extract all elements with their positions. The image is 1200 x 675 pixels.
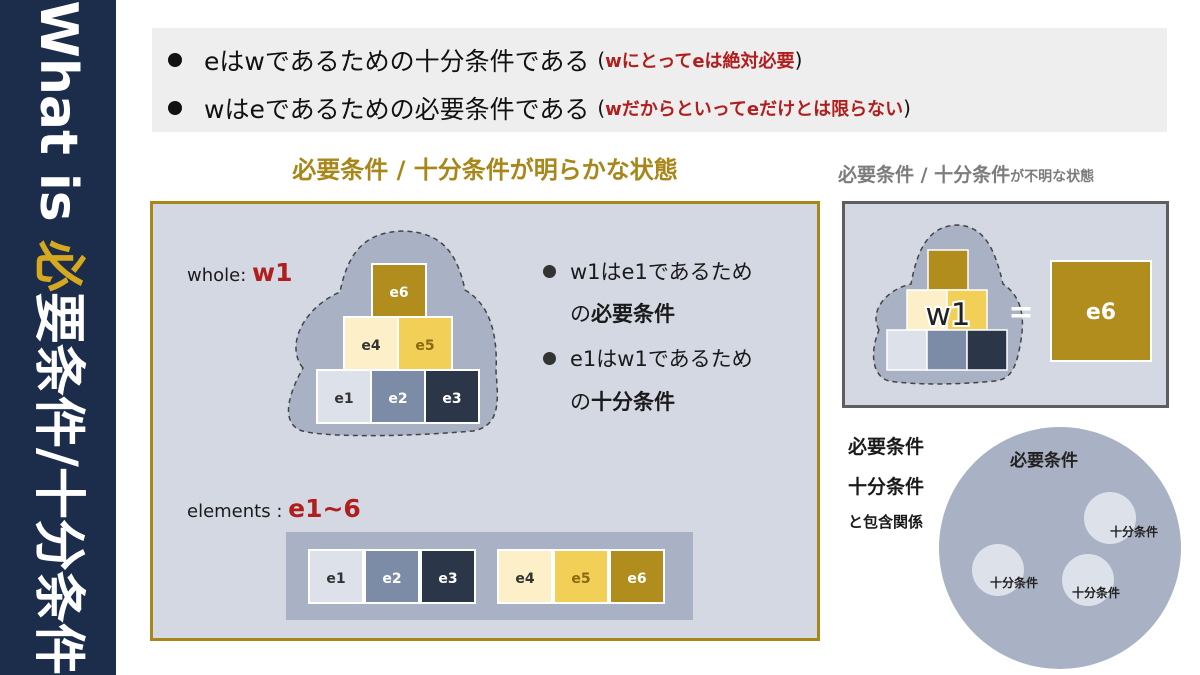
bullet-emphasis: wにとってeは絶対必要 — [605, 51, 795, 72]
bullet-dot — [168, 101, 182, 115]
block-e1-label: e1 — [334, 391, 353, 407]
element-e2-label: e2 — [382, 571, 401, 587]
sufficient-circle-2 — [972, 544, 1024, 596]
statement-1-prefix: の — [570, 302, 591, 326]
title-suffix: 要条件/十分条件? — [28, 291, 88, 675]
sufficient-circle-1 — [1084, 492, 1136, 544]
bullet-text: wはeであるための必要条件である — [204, 95, 590, 124]
element-e6-label: e6 — [627, 571, 646, 587]
block-e4 — [343, 316, 399, 371]
whole-label-text: whole: — [187, 265, 253, 286]
block-e4-label: e4 — [361, 338, 380, 354]
statement-dot — [543, 351, 556, 365]
necessary-circle-label: 必要条件 — [1009, 450, 1078, 471]
sufficient-circle-1-label: 十分条件 — [1110, 524, 1158, 539]
block-e2-label: e2 — [388, 391, 407, 407]
unclear-state-heading: 必要条件 / 十分条件が不明な状態 — [838, 160, 1178, 187]
element-e6 — [609, 549, 665, 604]
element-e1-label: e1 — [326, 571, 345, 587]
element-e1 — [308, 549, 364, 604]
pyramid-diagram: e6 e4 e5 e1 e2 e3 e1 e2 e3 e4 e5 e6 — [286, 230, 693, 620]
block-e6 — [371, 263, 427, 318]
bullet-note: (wだからといってeだけとは限らない) — [597, 95, 911, 121]
statement-1-line2: の必要条件 — [570, 298, 675, 328]
sidebar-title: What is 必要条件/十分条件? — [28, 1, 88, 675]
element-e4-label: e4 — [515, 571, 534, 587]
unclear-heading-main: 必要条件 / 十分条件 — [838, 164, 1011, 186]
elements-value: e1~6 — [288, 494, 361, 523]
sufficient-circle-2-label: 十分条件 — [990, 575, 1038, 590]
unclear-block-bottom-2 — [926, 329, 968, 371]
statement-2: e1はw1であるため — [543, 343, 753, 373]
element-e3 — [420, 549, 476, 604]
relation-label-inclusion: と包含関係 — [848, 513, 924, 531]
whole-label: whole: w1 — [187, 258, 293, 287]
title-accent: 必 — [28, 239, 88, 292]
element-e4 — [497, 549, 553, 604]
whole-value: w1 — [252, 258, 293, 287]
statement-1: w1はe1であるため — [543, 256, 753, 286]
bullet-dot — [168, 53, 182, 67]
statement-1-term: 必要条件 — [591, 302, 675, 326]
statement-2-line1: e1はw1であるため — [570, 347, 753, 371]
paren-open: ( — [597, 96, 606, 120]
block-e6-label: e6 — [389, 285, 408, 301]
paren-close: ) — [903, 96, 911, 120]
statement-1-line1: w1はe1であるため — [570, 260, 753, 284]
definition-bullet-2: wはeであるための必要条件である (wだからといってeだけとは限らない) — [168, 90, 911, 126]
block-e3-label: e3 — [442, 391, 461, 407]
block-e1 — [316, 369, 372, 424]
unclear-block-top — [927, 249, 969, 291]
equation-left: w1 — [925, 297, 970, 333]
element-e2 — [364, 549, 420, 604]
definition-bullet-1: eはwであるための十分条件である (wにとってeは絶対必要) — [168, 42, 802, 78]
element-e5-label: e5 — [571, 571, 590, 587]
definition-box: eはwであるための十分条件である (wにとってeは絶対必要) wはeであるための… — [152, 28, 1167, 132]
clear-state-panel: whole: w1 e6 e4 e5 e1 e2 e3 e1 e2 e3 e4 … — [150, 201, 820, 641]
element-e3-label: e3 — [438, 571, 457, 587]
equation-right-box — [1050, 260, 1152, 362]
bullet-text: eはwであるための十分条件である — [204, 47, 590, 76]
necessary-circle — [939, 427, 1181, 669]
element-e5 — [553, 549, 609, 604]
statement-2-prefix: の — [570, 390, 591, 414]
unclear-heading-suffix: が不明な状態 — [1010, 169, 1095, 185]
unclear-state-panel: w1 = e6 — [842, 201, 1169, 408]
paren-close: ) — [794, 48, 803, 72]
unclear-block-bottom-1 — [886, 329, 928, 371]
statement-dot — [543, 264, 556, 278]
relation-label-sufficient: 十分条件 — [848, 476, 925, 498]
elements-label-text: elements : — [187, 501, 289, 522]
relation-label-necessary: 必要条件 — [848, 436, 925, 458]
equation-right: e6 — [1086, 300, 1116, 325]
bullet-emphasis: wだからといってeだけとは限らない — [605, 99, 904, 120]
block-e2 — [370, 369, 426, 424]
unclear-block-bottom-3 — [966, 329, 1008, 371]
sufficient-circle-3 — [1062, 554, 1114, 606]
sidebar: What is 必要条件/十分条件? — [0, 0, 116, 675]
equation-operator: = — [1008, 295, 1033, 330]
statement-2-term: 十分条件 — [591, 390, 675, 414]
elements-label: elements : e1~6 — [187, 494, 361, 523]
block-e5-label: e5 — [415, 338, 434, 354]
sufficient-circle-3-label: 十分条件 — [1072, 585, 1120, 600]
title-prefix: What is — [28, 0, 88, 240]
paren-open: ( — [597, 48, 606, 72]
unclear-diagram: w1 = e6 — [872, 224, 1152, 385]
block-e3 — [424, 369, 480, 424]
statement-2-line2: の十分条件 — [570, 386, 675, 416]
inclusion-diagram: 必要条件 十分条件 十分条件 十分条件 — [939, 427, 1181, 669]
clear-state-heading: 必要条件 / 十分条件が明らかな状態 — [292, 156, 678, 184]
bullet-note: (wにとってeは絶対必要) — [597, 47, 802, 73]
